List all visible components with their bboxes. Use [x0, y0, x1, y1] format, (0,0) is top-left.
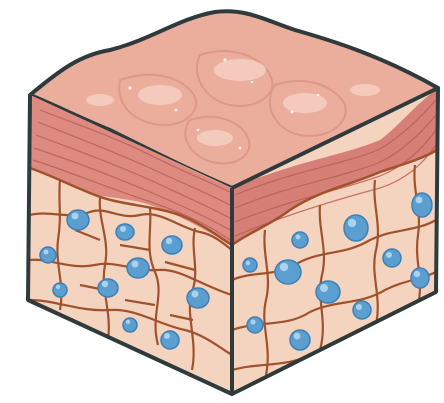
nucleus: [275, 260, 301, 284]
nucleus: [98, 279, 118, 297]
nucleus: [53, 283, 67, 297]
nucleus: [292, 232, 308, 248]
nucleus: [411, 268, 429, 288]
nucleus: [344, 215, 368, 241]
nucleus: [161, 331, 179, 349]
nucleus: [247, 317, 263, 333]
nucleus: [67, 210, 89, 230]
nucleus: [353, 301, 371, 319]
nucleus: [290, 330, 310, 350]
nucleus: [116, 224, 134, 240]
nucleus: [383, 249, 401, 267]
nucleus: [187, 288, 209, 308]
nucleus: [127, 258, 149, 278]
nucleus: [162, 236, 182, 254]
nucleus: [40, 247, 56, 263]
nucleus: [412, 193, 432, 217]
nucleus: [123, 318, 137, 332]
nucleus: [243, 258, 257, 272]
nucleus: [316, 281, 340, 303]
